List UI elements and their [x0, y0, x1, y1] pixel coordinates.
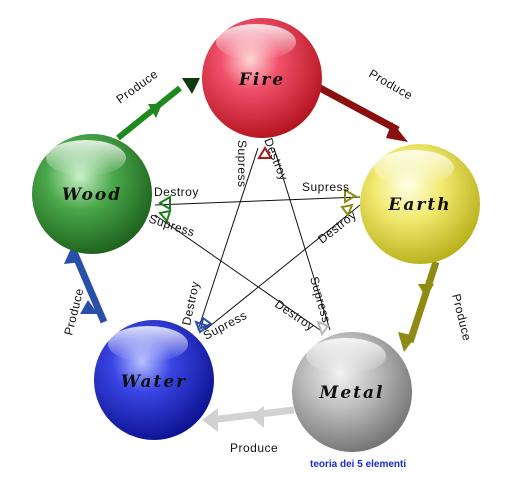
label-wood-destroy: Destroy: [154, 185, 199, 199]
label-fire-destroy: Destroy: [261, 136, 291, 183]
label-produce-metal-water: Produce: [230, 441, 278, 455]
arrow-wood-fire: [116, 78, 200, 141]
arrow-earth-metal: [398, 260, 440, 352]
produce-arrows: [64, 78, 440, 432]
line-wood-earth: [154, 196, 361, 206]
label-wood-supress: Supress: [147, 212, 197, 240]
arrow-fire-earth: [318, 84, 408, 142]
arrowhead-metal-icon: [316, 320, 330, 337]
orb-wood: Wood: [32, 134, 152, 254]
label-fire-supress: Supress: [235, 140, 249, 188]
line-earth-water: [204, 204, 361, 331]
label-earth-destroy: Destroy: [315, 208, 359, 247]
orb-metal-label: Metal: [319, 383, 385, 403]
pentagram: [154, 147, 361, 331]
label-produce-earth-metal: Produce: [449, 292, 474, 342]
arrowhead-wood2-icon: [158, 209, 172, 224]
arrowhead-earth-icon: [344, 188, 357, 204]
line-fire-metal: [273, 147, 331, 331]
orb-fire-label: Fire: [238, 70, 285, 90]
orb-water-label: Water: [121, 372, 187, 392]
line-fire-water: [197, 147, 259, 331]
orb-fire: Fire: [202, 18, 322, 138]
arrowhead-wood-icon: [158, 195, 171, 211]
label-metal-destroy: Destroy: [272, 297, 317, 334]
label-produce-fire-earth: Produce: [367, 66, 416, 102]
label-earth-supress: Supress: [302, 180, 350, 194]
arrowhead-fire-icon: [257, 146, 273, 159]
arrowhead-earth2-icon: [340, 203, 354, 218]
orb-earth: Earth: [360, 144, 480, 264]
label-produce-wood-fire: Produce: [114, 67, 161, 107]
star-arrowheads: [158, 146, 357, 337]
orb-metal: Metal: [292, 332, 412, 452]
arrow-metal-water: [202, 406, 295, 432]
caption: teoria dei 5 elementi: [310, 459, 406, 470]
orb-water: Water: [94, 320, 214, 440]
orb-wood-label: Wood: [62, 185, 122, 205]
label-water-destroy: Destroy: [179, 280, 202, 327]
arrow-water-wood: [64, 246, 108, 324]
line-wood-metal: [154, 214, 321, 331]
orb-earth-label: Earth: [387, 195, 451, 215]
arrowhead-water2-icon: [199, 316, 214, 330]
